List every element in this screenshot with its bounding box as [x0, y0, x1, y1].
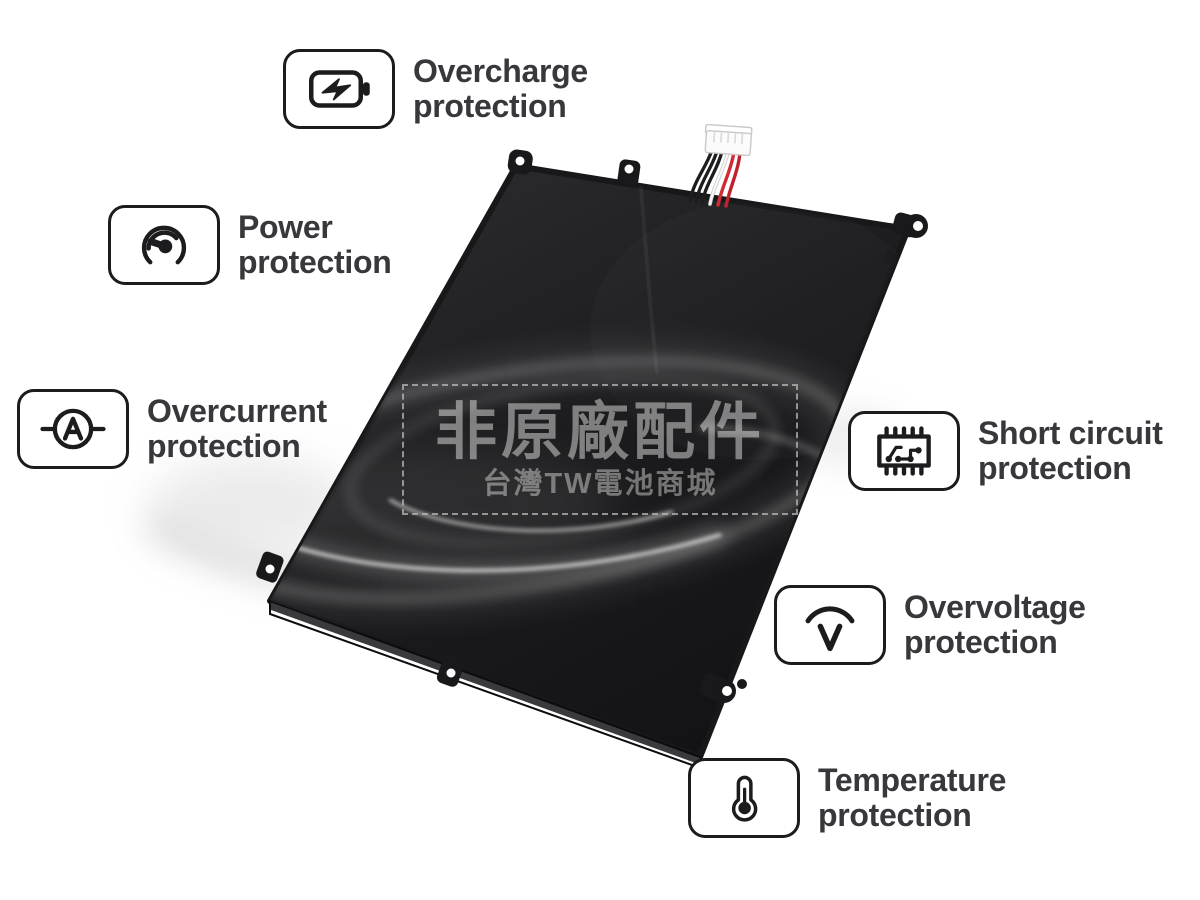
- feature-temperature: Temperature protection: [688, 758, 1006, 838]
- battery-bolt-icon: [309, 70, 370, 108]
- overcharge-icon-box: [283, 49, 395, 129]
- ammeter-icon: [40, 408, 106, 450]
- feature-overvoltage: Overvoltage protection: [774, 585, 1086, 665]
- connector-wires: [688, 148, 742, 208]
- feature-label: Overcurrent protection: [147, 393, 327, 464]
- wire-connector: [704, 123, 753, 157]
- short-circuit-icon-box: [848, 411, 960, 491]
- power-gauge-icon: [141, 225, 187, 265]
- overvoltage-icon-box: [774, 585, 886, 665]
- mounting-tabs: [256, 149, 928, 703]
- overcurrent-icon-box: [17, 389, 129, 469]
- feature-overcurrent: Overcurrent protection: [17, 389, 327, 469]
- feature-label: Power protection: [238, 209, 392, 280]
- voltage-arc-icon: [805, 606, 855, 652]
- feature-label: Temperature protection: [818, 762, 1007, 833]
- temperature-icon-box: [688, 758, 800, 838]
- feature-short-circuit: Short circuit protection: [848, 411, 1163, 491]
- feature-label: Overcharge protection: [413, 53, 588, 124]
- battery-side: [270, 601, 704, 766]
- feature-overcharge: Overcharge protection: [283, 49, 588, 129]
- feature-power: Power protection: [108, 205, 392, 285]
- feature-label: Short circuit protection: [978, 415, 1163, 486]
- circuit-chip-icon: [877, 426, 931, 476]
- feature-label: Overvoltage protection: [904, 589, 1086, 660]
- power-icon-box: [108, 205, 220, 285]
- thermometer-icon: [731, 775, 758, 822]
